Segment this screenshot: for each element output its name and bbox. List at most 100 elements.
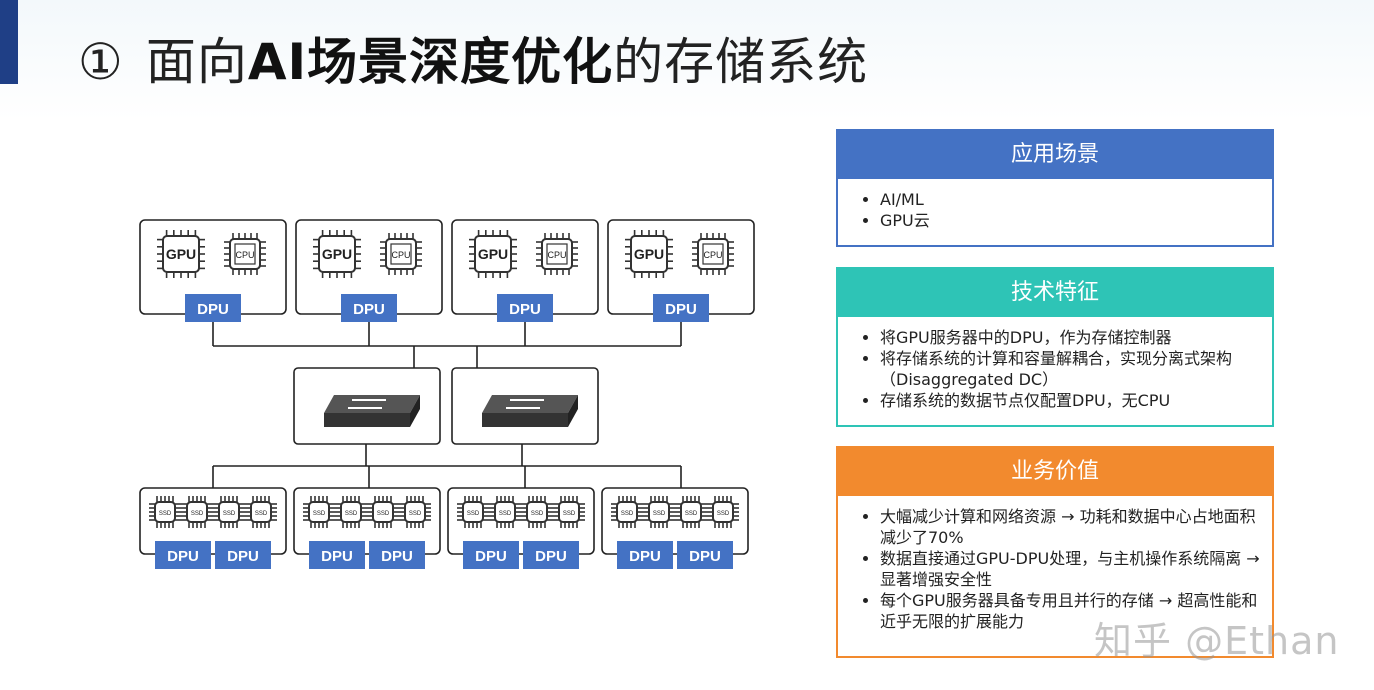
switch-top xyxy=(324,395,420,413)
header-background xyxy=(0,0,1374,120)
ssd-label: SSD xyxy=(467,511,480,517)
ssd-chip-icon xyxy=(457,496,489,528)
ssd-chip-icon xyxy=(643,496,675,528)
network-switch xyxy=(451,367,599,445)
ssd-label: SSD xyxy=(255,511,268,517)
ssd-chip-icon xyxy=(181,496,213,528)
server-dpu: DPU xyxy=(497,294,553,322)
gpu-label: GPU xyxy=(166,246,196,262)
list-item: 大幅减少计算和网络资源 → 功耗和数据中心占地面积减少了70% xyxy=(880,506,1260,548)
storage-dpu: DPU xyxy=(617,541,673,569)
cpu-label: CPU xyxy=(391,250,410,260)
panel-application-scenarios: 应用场景 AI/ML GPU云 xyxy=(836,129,1274,247)
gpu-chip-icon xyxy=(313,230,361,278)
title-suffix: 的存储系统 xyxy=(613,33,869,91)
ssd-chip-icon xyxy=(707,496,739,528)
ssd-label: SSD xyxy=(191,511,204,517)
gpu-chip-icon xyxy=(625,230,673,278)
dpu-label: DPU xyxy=(197,301,229,318)
title-bold: AI场景深度优化 xyxy=(247,33,614,91)
dpu-label: DPU xyxy=(689,548,721,565)
dpu-label: DPU xyxy=(509,301,541,318)
watermark: 知乎 @Ethan xyxy=(1094,619,1340,663)
network-switch xyxy=(293,367,441,445)
ssd-chip-icon xyxy=(303,496,335,528)
ssd-label: SSD xyxy=(409,511,422,517)
title-prefix: 面向 xyxy=(145,33,248,91)
ssd-label: SSD xyxy=(563,511,576,517)
switches xyxy=(293,367,599,445)
server-dpu: DPU xyxy=(185,294,241,322)
gpu-server: GPU CPU DPU xyxy=(139,219,287,322)
list-item: AI/ML xyxy=(880,189,1260,210)
cpu-chip-icon xyxy=(380,233,422,275)
ssd-chip-icon xyxy=(521,496,553,528)
cpu-label: CPU xyxy=(703,250,722,260)
server-dpu: DPU xyxy=(653,294,709,322)
storage-dpu: DPU xyxy=(369,541,425,569)
cpu-label: CPU xyxy=(235,250,254,260)
cpu-chip-icon xyxy=(536,233,578,275)
dpu-label: DPU xyxy=(381,548,413,565)
storage-dpu: DPU xyxy=(463,541,519,569)
panel-heading: 业务价值 xyxy=(838,448,1272,496)
list-item: GPU云 xyxy=(880,210,1260,231)
gpu-label: GPU xyxy=(478,246,508,262)
ssd-chip-icon xyxy=(675,496,707,528)
panel-heading: 应用场景 xyxy=(838,131,1272,179)
gpu-chip-icon xyxy=(157,230,205,278)
ssd-label: SSD xyxy=(345,511,358,517)
ssd-chip-icon xyxy=(213,496,245,528)
ssd-label: SSD xyxy=(531,511,544,517)
list-item: 存储系统的数据节点仅配置DPU，无CPU xyxy=(880,390,1260,411)
ssd-label: SSD xyxy=(377,511,390,517)
ssd-chip-icon xyxy=(611,496,643,528)
list-item: 将GPU服务器中的DPU，作为存储控制器 xyxy=(880,327,1260,348)
storage-dpu: DPU xyxy=(677,541,733,569)
cpu-chip-icon xyxy=(692,233,734,275)
dpu-label: DPU xyxy=(321,548,353,565)
ssd-chip-icon xyxy=(399,496,431,528)
switch-side xyxy=(410,395,420,427)
ssd-chip-icon xyxy=(489,496,521,528)
storage-node: SSD SSD SSD SSD DPU DPU xyxy=(601,487,749,569)
switch-front xyxy=(482,413,568,427)
ssd-label: SSD xyxy=(313,511,326,517)
dpu-label: DPU xyxy=(629,548,661,565)
page-title: ① 面向AI场景深度优化的存储系统 xyxy=(78,22,868,94)
storage-node: SSD SSD SSD SSD DPU DPU xyxy=(293,487,441,569)
ssd-label: SSD xyxy=(653,511,666,517)
gpu-chip-icon xyxy=(469,230,517,278)
storage-dpu: DPU xyxy=(215,541,271,569)
dpu-label: DPU xyxy=(227,548,259,565)
ssd-label: SSD xyxy=(621,511,634,517)
dpu-label: DPU xyxy=(167,548,199,565)
ssd-chip-icon xyxy=(335,496,367,528)
list-item: 每个GPU服务器具备专用且并行的存储 → 超高性能和近乎无限的扩展能力 xyxy=(880,590,1260,632)
switch-front xyxy=(324,413,410,427)
ssd-chip-icon xyxy=(367,496,399,528)
ssd-label: SSD xyxy=(685,511,698,517)
ssd-label: SSD xyxy=(717,511,730,517)
network-connections xyxy=(212,322,682,488)
gpu-server: GPU CPU DPU xyxy=(451,219,599,322)
ssd-label: SSD xyxy=(499,511,512,517)
dpu-label: DPU xyxy=(353,301,385,318)
panel-technical-features: 技术特征 将GPU服务器中的DPU，作为存储控制器 将存储系统的计算和容量解耦合… xyxy=(836,267,1274,427)
storage-dpu: DPU xyxy=(523,541,579,569)
cpu-label: CPU xyxy=(547,250,566,260)
storage-dpu: DPU xyxy=(309,541,365,569)
gpu-label: GPU xyxy=(634,246,664,262)
cpu-chip-icon xyxy=(224,233,266,275)
gpu-server: GPU CPU DPU xyxy=(607,219,755,322)
ssd-label: SSD xyxy=(223,511,236,517)
title-number: ① xyxy=(78,33,124,91)
list-item: 数据直接通过GPU-DPU处理，与主机操作系统隔离 → 显著增强安全性 xyxy=(880,548,1260,590)
panel-business-value: 业务价值 大幅减少计算和网络资源 → 功耗和数据中心占地面积减少了70% 数据直… xyxy=(836,446,1274,658)
